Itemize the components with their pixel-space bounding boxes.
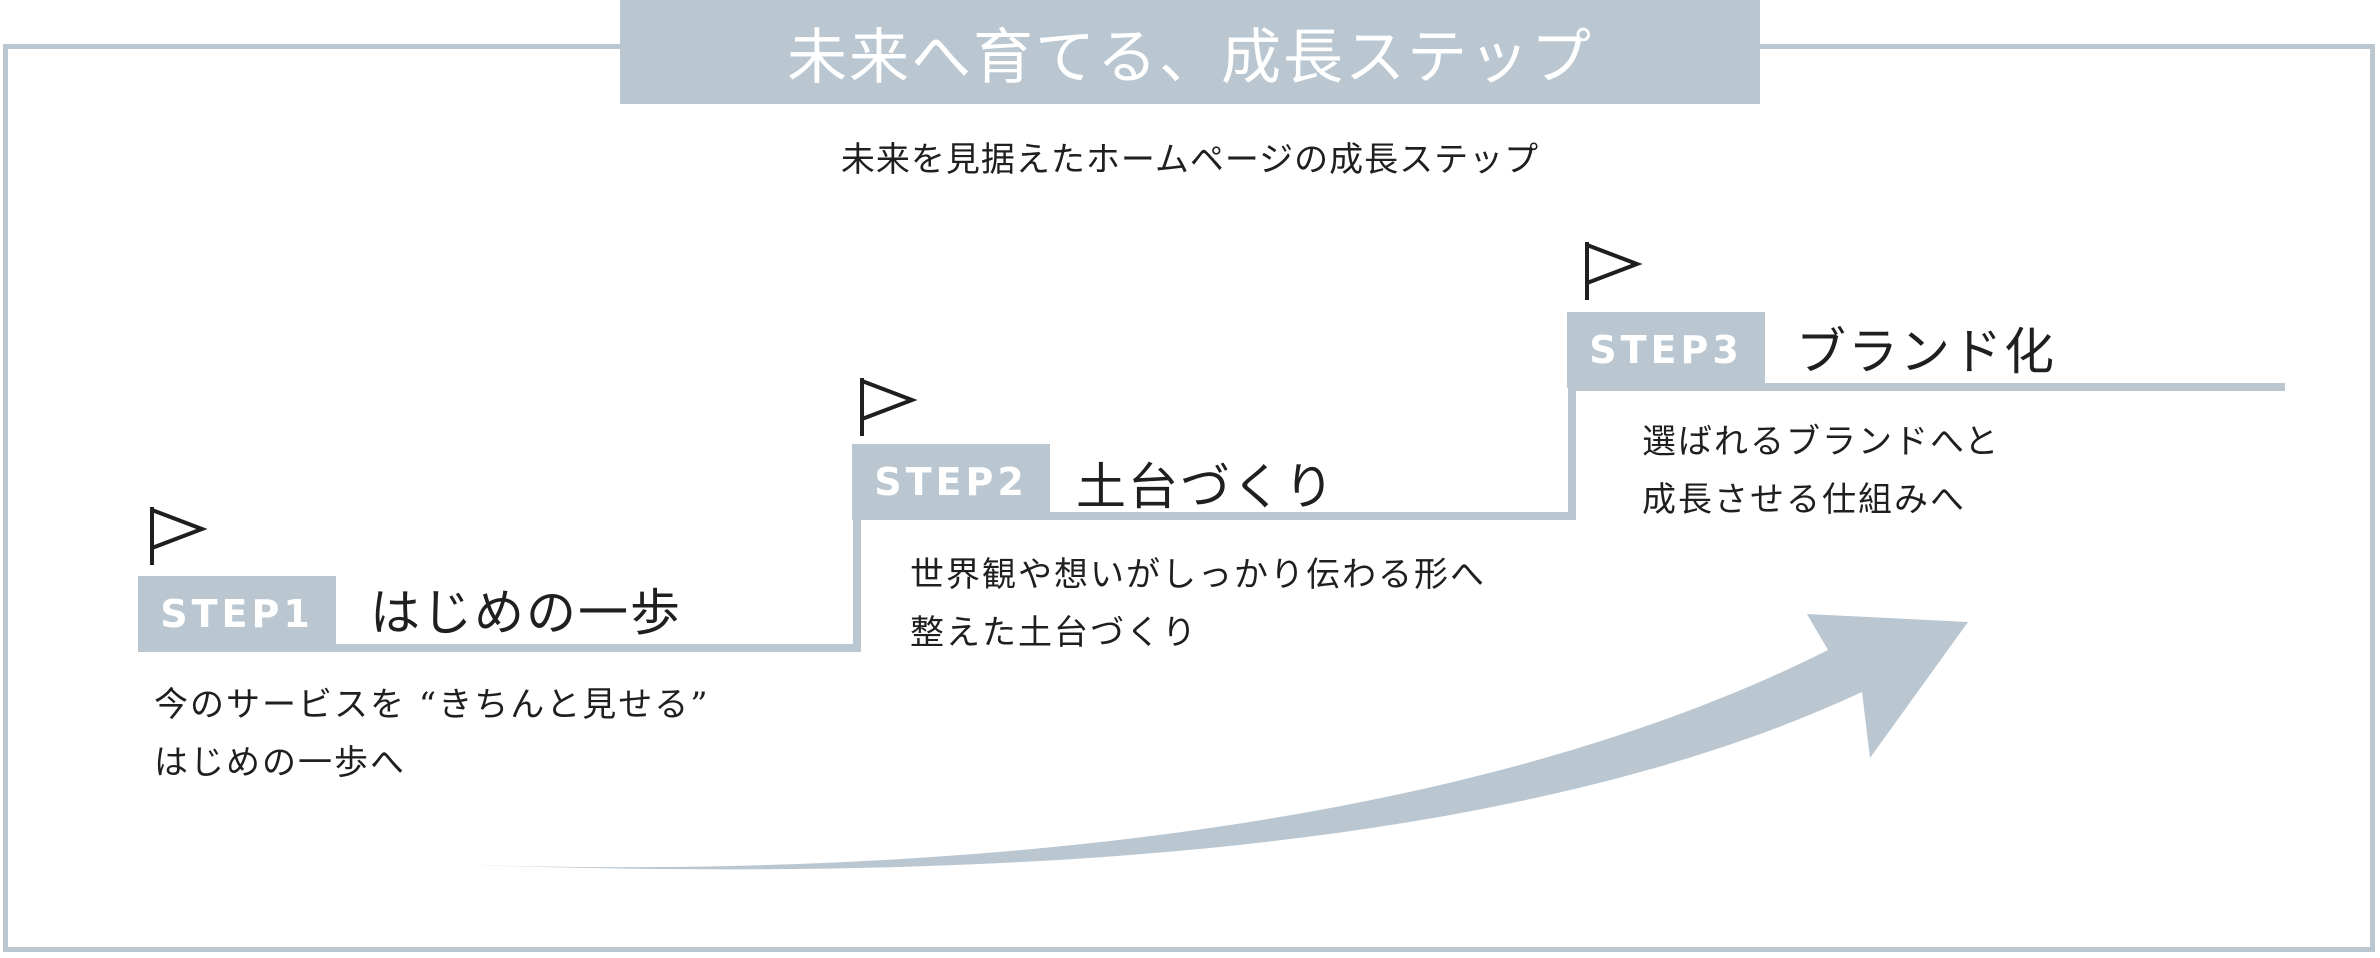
- page-title: 未来へ育てる、成長ステップ: [787, 22, 1593, 93]
- step3-badge: STEP3: [1567, 312, 1765, 388]
- step2-badge: STEP2: [852, 444, 1050, 520]
- step2-title: 土台づくり: [1076, 458, 1336, 516]
- step3-title: ブランド化: [1796, 323, 2056, 381]
- step1-title: はじめの一歩: [370, 584, 682, 642]
- growth-arrow: [438, 614, 1968, 870]
- title-banner: 未来へ育てる、成長ステップ: [620, 0, 1760, 104]
- step1-description: 今のサービスを “きちんと見せる” はじめの一歩へ: [154, 676, 710, 792]
- flag-icon: [860, 378, 918, 436]
- step2-desc-line1: 世界観や想いがしっかり伝わる形へ: [910, 555, 1486, 595]
- step3-desc-line1: 選ばれるブランドへと: [1642, 422, 2001, 462]
- step3-description: 選ばれるブランドへと 成長させる仕組みへ: [1642, 413, 2000, 529]
- step2-description: 世界観や想いがしっかり伝わる形へ 整えた土台づくり: [910, 546, 1486, 662]
- step1-badge: STEP1: [138, 576, 336, 652]
- page-subtitle: 未来を見据えたホームページの成長ステップ: [840, 140, 1540, 180]
- flag-icon: [150, 507, 208, 565]
- step1-desc-line1: 今のサービスを “きちんと見せる”: [154, 685, 710, 725]
- step3-desc-line2: 成長させる仕組みへ: [1642, 480, 1966, 520]
- flag-icon: [1585, 242, 1643, 300]
- step1-desc-line2: はじめの一歩へ: [154, 743, 406, 783]
- step2-desc-line2: 整えた土台づくり: [910, 613, 1198, 653]
